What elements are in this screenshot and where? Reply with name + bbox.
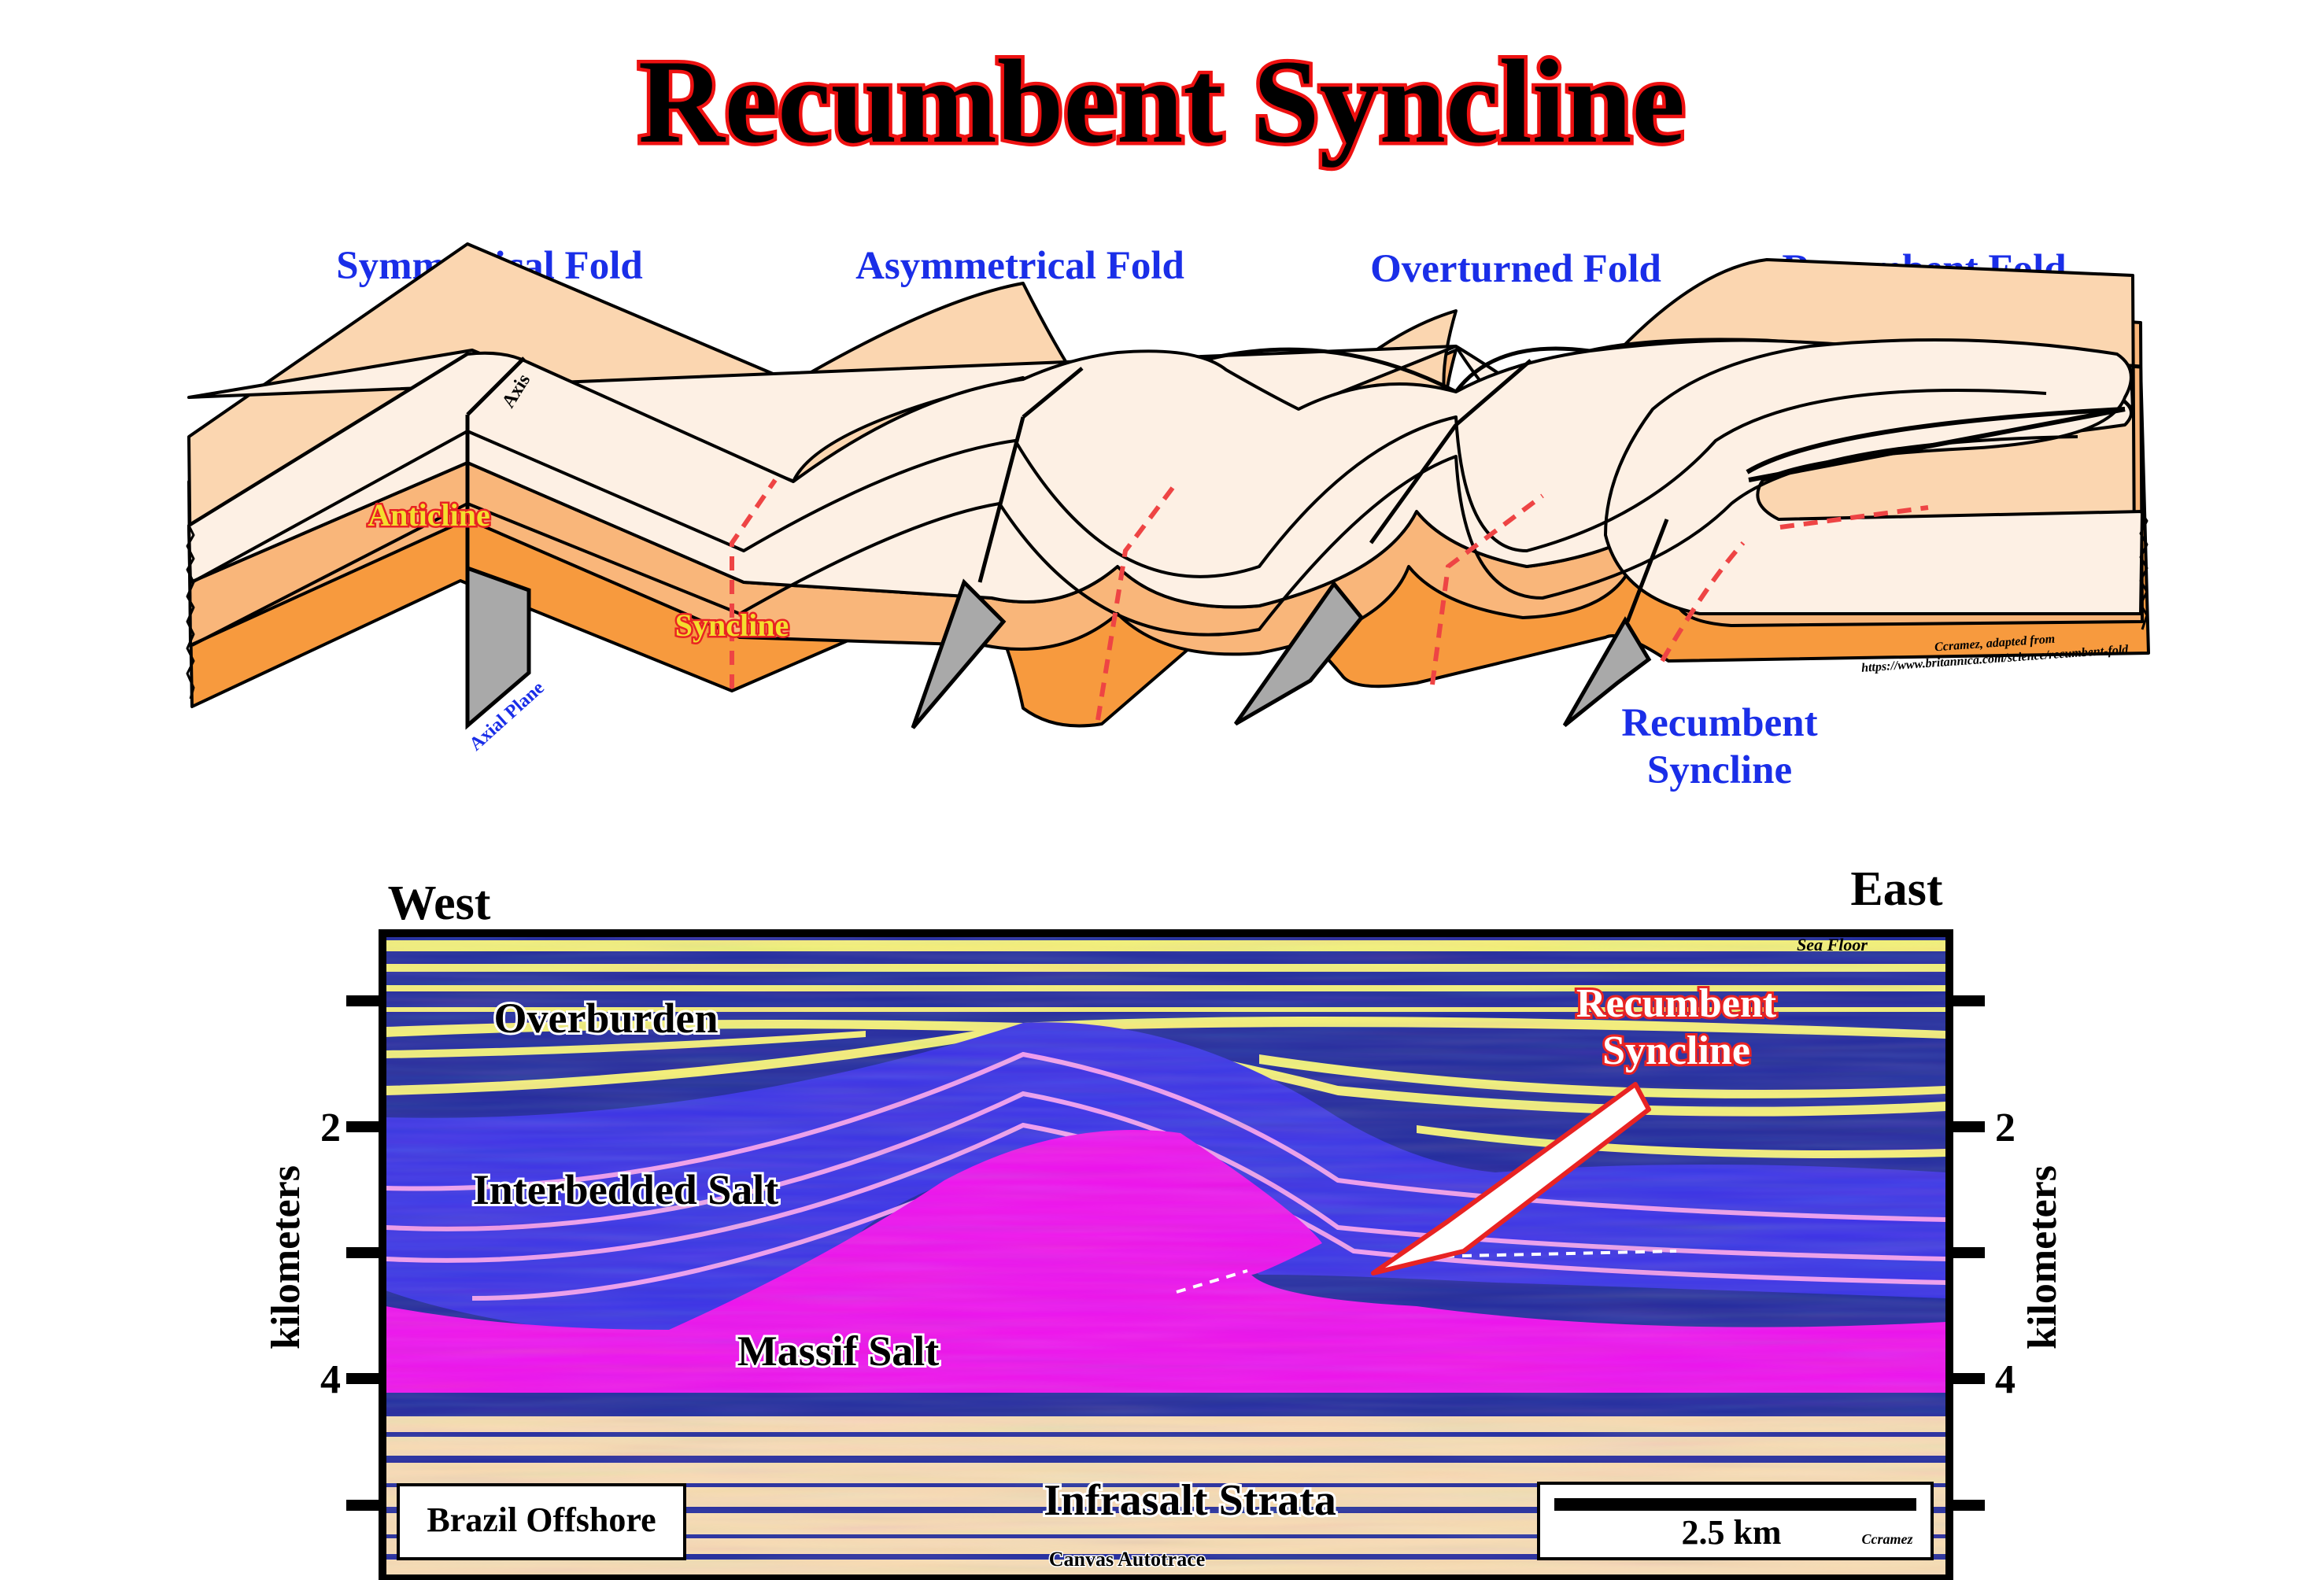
recumbent-callout-arrow [1371, 1082, 1651, 1275]
axis-line-asymmetrical [1022, 367, 1084, 419]
overburden-label: Overburden [493, 995, 718, 1042]
axis-line-overturned [1454, 359, 1532, 426]
fold-axes [465, 356, 2126, 730]
seismic-recumbent-label-line1: Recumbent [1576, 981, 1777, 1026]
location-box: Brazil Offshore [397, 1483, 686, 1560]
axis-line-recumbent-down [1625, 519, 1669, 622]
fold-left-edge [186, 525, 195, 700]
sea-floor-label: Sea Floor [1797, 935, 1868, 954]
seismic-axial-trace-2 [1392, 1250, 1677, 1259]
right-axis-title: kilometers [2020, 1165, 2065, 1349]
seismic-recumbent-label-line2: Syncline [1602, 1028, 1750, 1073]
syncline-label: Syncline [675, 607, 789, 643]
overturned-fold-heading: Overturned Fold [1370, 247, 1661, 291]
bedding-line-1 [191, 389, 2047, 584]
syncline-axis-recumbent-tail [1779, 505, 1929, 530]
fold-block-diagram [186, 242, 2150, 728]
recumbent-syncline-label-line2: Syncline [1647, 748, 1792, 792]
seismic-axial-trace-1 [1176, 1269, 1248, 1294]
bedding-line-3 [1746, 407, 2126, 474]
axis-line-symmetrical [466, 356, 526, 416]
left-axis-title: kilometers [264, 1165, 309, 1349]
left-tick-label-2: 2 [320, 1106, 341, 1150]
syncline-axial-traces [730, 478, 1929, 721]
anticline-label: Anticline [368, 497, 490, 533]
west-label: West [388, 877, 491, 930]
page-title: Recumbent Syncline [638, 35, 1685, 168]
bedding-line-2 [191, 435, 2078, 647]
east-label: East [1850, 862, 1942, 916]
axial-plane-symmetrical [465, 565, 531, 730]
fold-right-edge [2139, 511, 2148, 630]
axis-line-recumbent [1748, 407, 2126, 482]
right-depth-axis: 2 4 kilometers [1949, 995, 2065, 1511]
massif-salt-label: Massif Salt [737, 1327, 940, 1375]
recumbent-syncline-label-line1: Recumbent [1621, 701, 1817, 745]
software-credit: Canvas Autotrace [1049, 1548, 1206, 1571]
right-tick-label-4: 4 [1995, 1357, 2015, 1402]
right-tick-label-2: 2 [1995, 1106, 2015, 1150]
seismic-texture [386, 936, 1946, 1575]
asymmetrical-fold-heading: Asymmetrical Fold [855, 244, 1184, 288]
syncline-axis-overturned [1430, 493, 1544, 685]
syncline-axis-recumbent [1660, 541, 1746, 663]
axis-line-asym-down [977, 416, 1025, 583]
left-depth-axis: 2 4 kilometers [264, 995, 382, 1511]
scale-box: 2.5 km Ccramez [1537, 1482, 1934, 1560]
location-label: Brazil Offshore [427, 1501, 656, 1539]
scale-label: 2.5 km [1681, 1513, 1781, 1552]
axial-plane-overturned [1233, 580, 1365, 726]
axial-plane-recumbent [1562, 616, 1652, 727]
interbedded-salt-label: Interbedded Salt [473, 1166, 779, 1213]
axial-plane-asymmetrical [911, 578, 1007, 729]
syncline-axis-symmetrical [730, 478, 778, 688]
seismic-section [386, 936, 1946, 1575]
infrasalt-strata-label: Infrasalt Strata [1044, 1476, 1336, 1525]
author-label: Ccramez [1862, 1531, 1913, 1547]
left-tick-label-4: 4 [320, 1357, 341, 1402]
recumbent-fold-closure [1604, 338, 2144, 615]
syncline-axis-asymmetrical [1095, 486, 1175, 721]
axis-line-overturned-down [1369, 423, 1458, 545]
